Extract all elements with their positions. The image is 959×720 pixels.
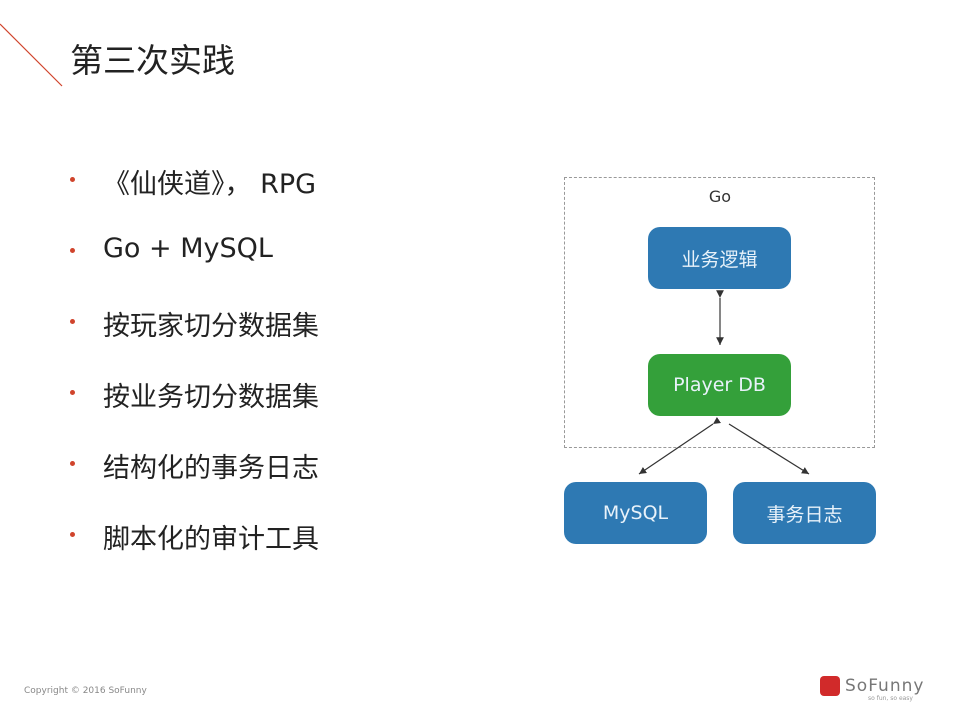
bullet-dot [70, 461, 75, 466]
bullet-text: 脚本化的审计工具 [103, 524, 319, 555]
bullet-text: Go + MySQL [103, 233, 273, 264]
bullet-item: 按业务切分数据集 [66, 375, 319, 446]
logo-tagline: so fun, so easy [868, 695, 913, 702]
bullet-text: 结构化的事务日志 [103, 453, 319, 484]
bullet-dot [70, 532, 75, 537]
bullet-item: 按玩家切分数据集 [66, 304, 319, 375]
slide-title: 第三次实践 [70, 41, 235, 80]
node-mysql: MySQL [564, 482, 707, 544]
sofunny-logo: SoFunny so fun, so easy [820, 676, 925, 702]
container-label: Go [708, 187, 732, 206]
node-player-db: Player DB [648, 354, 791, 416]
bullet-list: 《仙侠道》， RPG Go + MySQL 按玩家切分数据集 按业务切分数据集 … [66, 162, 319, 588]
bullet-dot [70, 390, 75, 395]
bullet-text: 按玩家切分数据集 [103, 311, 319, 342]
logo-name: SoFunny [845, 676, 925, 696]
bullet-dot [70, 177, 75, 182]
node-transaction-log: 事务日志 [733, 482, 876, 544]
arrow-playerdb-txlog [728, 423, 810, 475]
bullet-text: 《仙侠道》， RPG [103, 169, 317, 200]
bullet-item: 脚本化的审计工具 [66, 517, 319, 588]
bullet-text: 按业务切分数据集 [103, 382, 319, 413]
bullet-dot [70, 248, 75, 253]
corner-accent-line [0, 23, 63, 87]
logo-mascot-icon [820, 676, 840, 696]
bullet-item: Go + MySQL [66, 233, 319, 304]
copyright-text: Copyright © 2016 SoFunny [24, 686, 147, 696]
bullet-item: 《仙侠道》， RPG [66, 162, 319, 233]
node-business-logic: 业务逻辑 [648, 227, 791, 289]
bullet-dot [70, 319, 75, 324]
bullet-item: 结构化的事务日志 [66, 446, 319, 517]
arrow-playerdb-mysql [638, 416, 721, 475]
